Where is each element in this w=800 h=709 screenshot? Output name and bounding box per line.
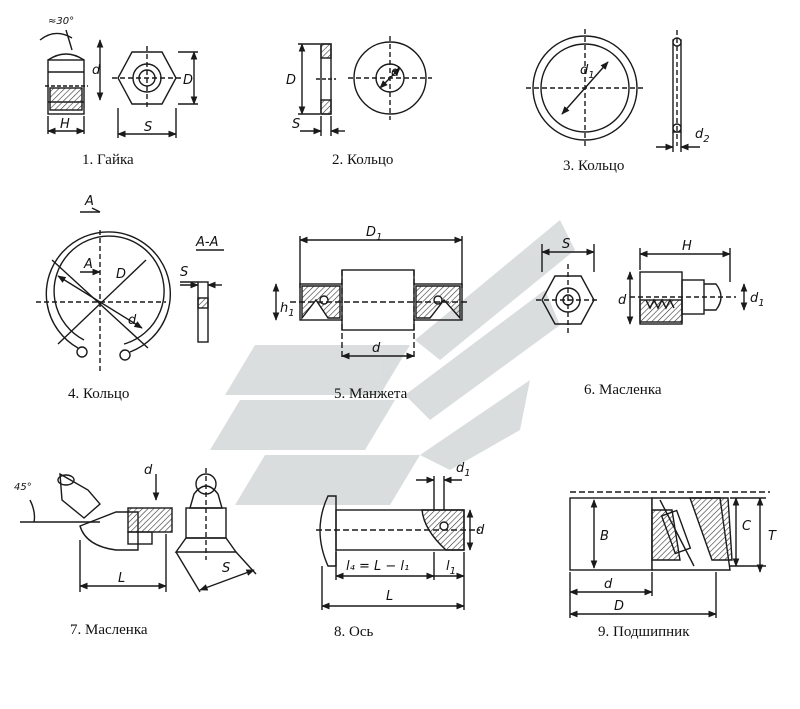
part-1-d-label: d [92,63,101,78]
part-6-grease-nipple [536,244,748,336]
part-7-L-label: L [118,571,125,586]
part-4-retaining-ring [36,207,224,372]
part-8-caption: 8. Ось [334,624,373,640]
part-1-D-label: D [183,73,193,88]
part-2-ring [298,36,432,136]
part-5-D1-label: D1 [366,225,382,243]
part-5-caption: 5. Манжета [334,386,408,402]
part-4-A-label: A [84,194,94,209]
part-1-S-label: S [144,120,152,135]
part-2-S-label: S [292,117,300,132]
part-2-caption: 2. Кольцо [332,152,393,168]
part-6-S-label: S [562,237,570,252]
part-7-angled-grease-nipple [20,468,257,593]
part-5-h1-label: h1 [280,301,295,319]
part-4-caption: 4. Кольцо [68,386,129,402]
part-4-section-label: A-A [195,235,218,250]
part-3-d2-label: d2 [695,127,710,145]
part-3-d1-label: d1 [580,63,595,81]
part-7-caption: 7. Масленка [70,622,148,638]
part-9-caption: 9. Подшипник [598,624,690,640]
part-6-d-label: d [618,293,627,308]
part-5-d-label: d [372,341,381,356]
part-8-d-label: d [476,523,485,538]
part-8-l1-label: l1 [446,559,456,577]
part-1-angle-label: ≈30° [48,16,74,27]
part-7-S-label: S [222,561,230,576]
part-6-caption: 6. Масленка [584,382,662,398]
part-3-caption: 3. Кольцо [563,158,624,174]
part-6-d1-label: d1 [750,291,765,309]
part-4-A2-label: A [83,257,93,272]
part-8-d1-label: d1 [456,461,471,479]
part-5-cuff-seal [272,236,470,360]
watermark-logo [210,220,575,505]
part-8-formula-label: l₄ = L − l₁ [346,559,409,574]
part-8-pin [316,476,480,610]
part-7-d-label: d [144,463,153,478]
part-9-B-label: B [600,529,609,544]
part-4-D-label: D [116,267,126,282]
part-9-D-label: D [614,599,624,614]
part-2-D-label: D [286,73,296,88]
part-7-angle-label: 45° [14,482,32,493]
part-3-o-ring [526,29,700,152]
part-2-d-label: d [391,65,400,80]
part-1-caption: 1. Гайка [82,152,134,168]
part-1-H-label: H [60,117,70,132]
part-1-nut [39,29,198,138]
part-9-T-label: T [768,529,777,544]
part-4-d-label: d [128,313,137,328]
part-9-tapered-bearing [569,491,770,618]
part-8-L-label: L [386,589,393,604]
part-4-S-label: S [180,265,188,280]
part-9-C-label: C [742,519,752,534]
part-6-H-label: H [682,239,692,254]
part-9-d-label: d [604,577,613,592]
